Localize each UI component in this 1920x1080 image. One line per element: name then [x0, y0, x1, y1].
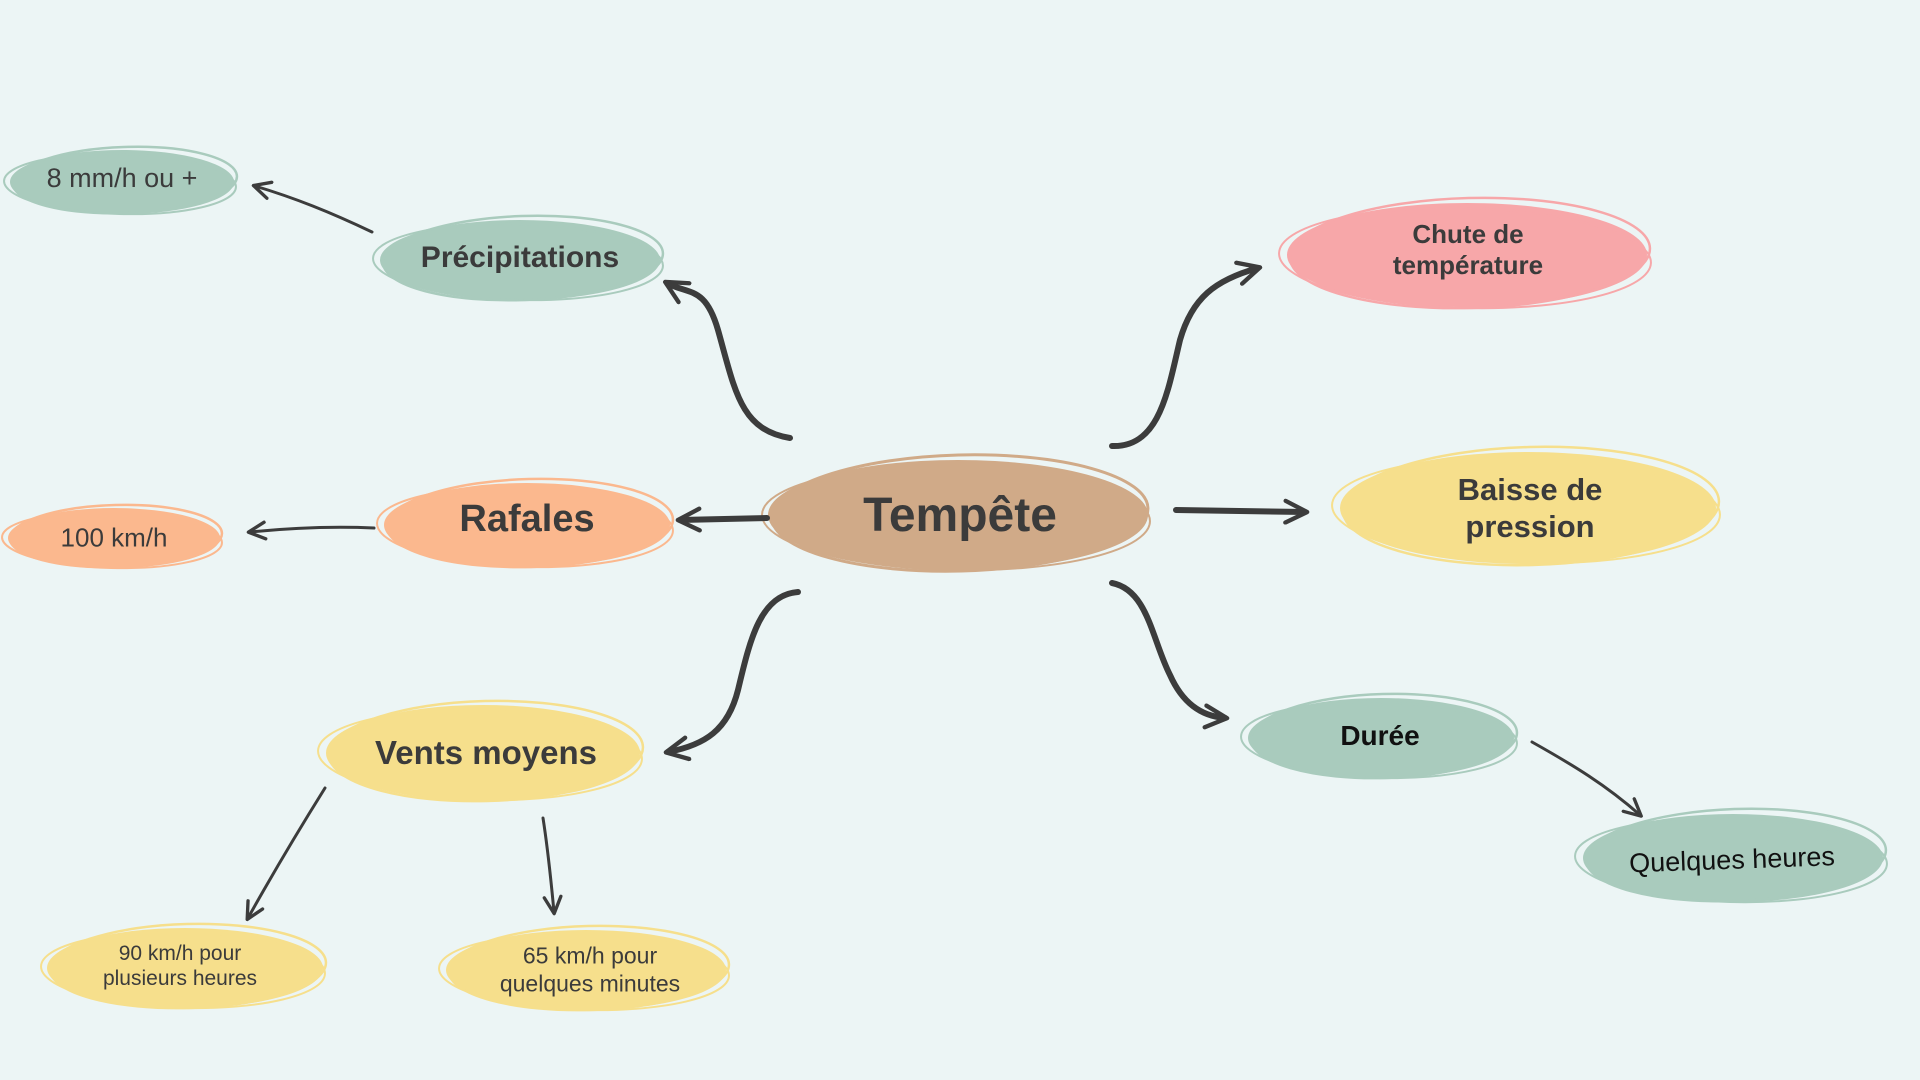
node-vents-value-1-line1: 90 km/h pour [118, 941, 242, 965]
node-baisse-pression-line1: Baisse de [1457, 471, 1603, 507]
node-bubble-baisse-pression [1331, 445, 1721, 567]
arrow-center-to-baisse [1173, 498, 1310, 525]
node-vents-value-2-line2: quelques minutes [499, 970, 681, 996]
node-bubble-center [761, 453, 1151, 573]
node-bubble-vents-moyens [317, 699, 645, 803]
arrow-vents-to-value-2 [541, 816, 563, 916]
node-vents-value-1: 90 km/h pour plusieurs heures [103, 941, 257, 991]
arrow-center-to-precipitations [662, 279, 793, 441]
arrow-precipitations-to-value [251, 180, 374, 234]
node-bubble-rafales-value [1, 503, 224, 570]
arrow-center-to-chute [1109, 260, 1263, 450]
arrow-rafales-to-value [246, 520, 376, 541]
node-vents-value-2: 65 km/h pour quelques minutes [500, 942, 680, 997]
arrow-vents-to-value-1 [245, 786, 327, 922]
node-bubble-vents-value-2 [438, 924, 731, 1012]
node-vents-value-2-line1: 65 km/h pour [522, 942, 658, 969]
node-precipitations-value: 8 mm/h ou + [46, 162, 198, 193]
node-baisse-pression-line2: pression [1465, 509, 1595, 544]
arrow-center-to-duree [1109, 580, 1230, 730]
node-bubble-precipitations-value [3, 145, 239, 216]
node-vents-moyens: Vents moyens [375, 734, 597, 772]
node-rafales-value: 100 km/h [60, 522, 168, 553]
node-baisse-pression: Baisse de pression [1458, 471, 1603, 545]
arrow-center-to-vents [663, 589, 801, 762]
node-bubble-precipitations [372, 214, 665, 302]
node-bubble-duree-value [1574, 807, 1888, 904]
node-precipitations: Précipitations [420, 241, 620, 274]
central-topic: Tempête [863, 489, 1057, 543]
arrow-center-to-rafales [675, 506, 770, 533]
node-chute-temperature: Chute de température [1393, 219, 1543, 281]
node-vents-value-1-line2: plusieurs heures [102, 967, 258, 990]
node-bubble-duree [1240, 692, 1519, 780]
node-chute-temperature-line1: Chute de [1412, 218, 1524, 249]
arrow-duree-to-value [1530, 740, 1643, 818]
node-bubble-chute-temperature [1278, 196, 1652, 310]
node-rafales: Rafales [459, 498, 595, 541]
node-bubble-rafales [376, 477, 675, 569]
node-chute-temperature-line2: température [1392, 250, 1544, 280]
node-duree: Durée [1340, 720, 1420, 752]
node-bubble-vents-value-1 [40, 922, 328, 1010]
